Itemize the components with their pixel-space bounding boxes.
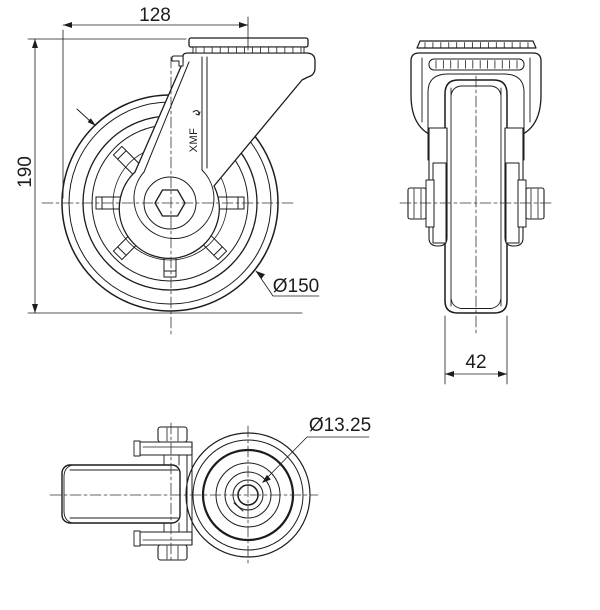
bearing-balls-front-lower	[435, 60, 518, 69]
side-view: XMF	[41, 37, 316, 335]
wheel-spoke-line	[117, 246, 127, 256]
wheel-spoke-line	[112, 250, 123, 261]
bracket-tab-top	[133, 440, 141, 457]
bearing-balls-front-upper	[424, 42, 529, 48]
bottom-view	[49, 422, 319, 565]
wheel-spoke-line	[117, 150, 127, 160]
fork-inner-edge	[143, 61, 190, 173]
bracket-tab-bottom	[133, 530, 141, 547]
arrowhead	[256, 271, 265, 279]
fork-tab	[171, 55, 184, 67]
axle-nut-right	[525, 187, 545, 220]
dim-128-label: 128	[139, 5, 171, 26]
bracket-flange-bottom	[139, 531, 193, 546]
dim-d150-label: Ø150	[273, 276, 319, 297]
bearing-balls-side	[195, 47, 302, 53]
wheel-spoke-line	[213, 246, 223, 256]
dimension-128: 128	[62, 5, 249, 199]
dim-bolt-hole-label: Ø13.25	[309, 415, 371, 436]
tread-arrow-line	[76, 108, 91, 122]
side-view-centerlines	[41, 56, 297, 335]
axle-washer-right	[517, 179, 527, 228]
dimension-wheel-diameter: Ø150	[255, 270, 320, 297]
brand-logo: XMF	[188, 128, 200, 153]
tread-arrow-head	[87, 118, 96, 126]
dimension-42: 42	[444, 315, 508, 385]
dim-42-label: 42	[465, 352, 486, 373]
axle-nut-top-facets	[166, 427, 179, 442]
top-plate-front	[416, 40, 537, 49]
bracket-flange-top	[139, 441, 193, 456]
bearing-race-side	[192, 46, 305, 54]
housing-inner-walls	[421, 57, 531, 123]
arrowhead	[262, 474, 271, 483]
leader-line	[262, 436, 370, 483]
tread-pointer-arrow	[76, 108, 96, 126]
bearing-race-front	[428, 58, 525, 71]
front-view-centerlines	[399, 75, 553, 337]
brand-logo-arrow	[192, 110, 201, 116]
wheel-spoke-line	[217, 250, 228, 261]
front-view	[399, 40, 553, 337]
axle-nut-top	[157, 426, 188, 443]
axle-nut-left	[407, 187, 427, 220]
wheel-bottom	[61, 464, 181, 524]
bolt-shank-lines	[163, 454, 180, 533]
dimension-bolt-hole: Ø13.25	[262, 415, 371, 483]
top-plate-side	[188, 37, 309, 48]
bottom-view-centerlines	[49, 422, 319, 565]
axle-nut-bottom-facets	[166, 545, 179, 560]
fork-yoke-inner-arc	[133, 169, 215, 239]
dimension-190: 190	[15, 38, 303, 314]
axle-nut-bottom	[157, 544, 188, 561]
wheel-tread-edges	[450, 85, 502, 309]
bolt-hole-keyway	[233, 502, 244, 512]
axle-nut-left-facets	[413, 188, 422, 219]
axle-nut-right-facets	[530, 188, 539, 219]
wheel-spoke-line	[112, 145, 123, 156]
wheel-bottom-tread-lines	[63, 465, 179, 523]
axle-washer-left	[425, 179, 435, 228]
fork-leg-edge-lines	[201, 56, 208, 171]
dim-190-label: 190	[15, 156, 36, 188]
